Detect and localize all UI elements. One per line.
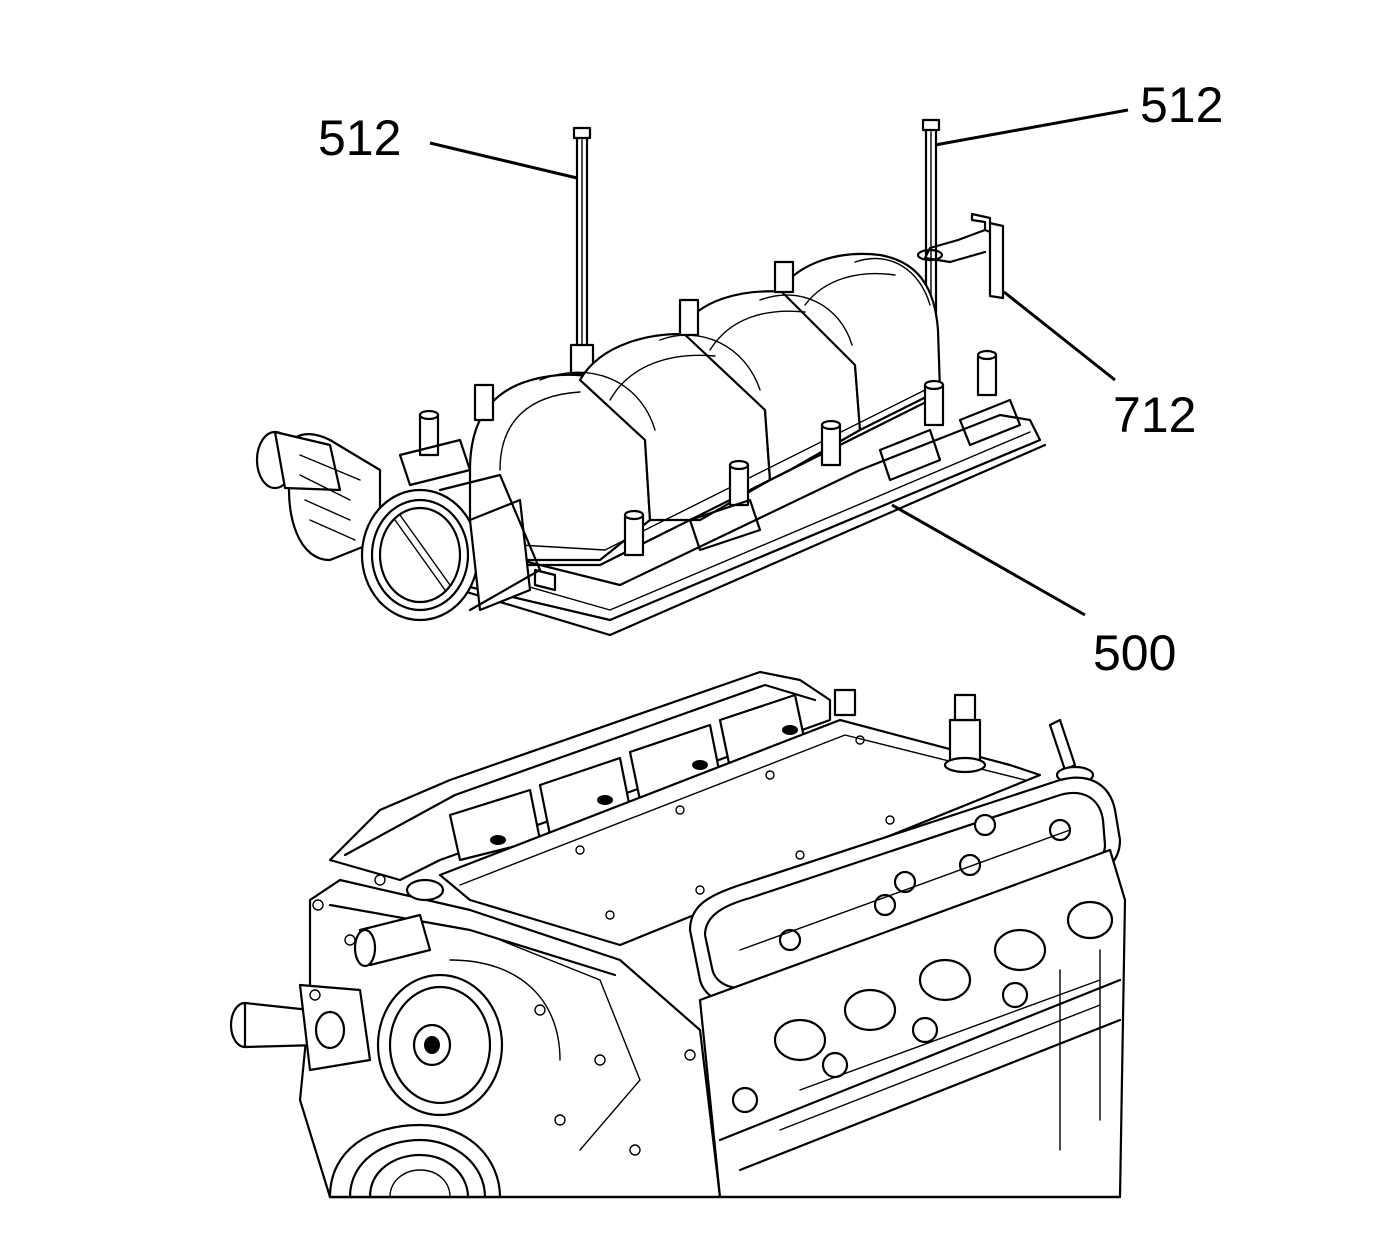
valley-cover-bolts <box>575 735 895 920</box>
coil-bolts <box>778 813 1072 952</box>
coolant-outlet <box>229 983 372 1072</box>
callout-label-bolt-right: 512 <box>1140 77 1223 133</box>
water-pump-pulley <box>376 973 504 1117</box>
coolant-inlet <box>353 878 445 968</box>
callout-label-manifold: 500 <box>1093 625 1176 681</box>
sensor-left <box>833 688 857 717</box>
leader-lines <box>429 108 1129 617</box>
sensor-right <box>1048 718 1095 785</box>
callout-label-bolt-left: 512 <box>318 110 401 166</box>
spark-plugs <box>731 981 1029 1114</box>
leader-line-bracket <box>1003 290 1116 382</box>
leader-line-bolt-right <box>934 108 1129 147</box>
bracket-712 <box>916 212 1005 300</box>
timing-cover-bolts <box>312 874 696 1156</box>
oil-pressure-sensor <box>943 693 987 774</box>
crankshaft-balancer <box>328 1123 502 1199</box>
exhaust-ports <box>773 900 1114 1062</box>
throttle-body <box>255 430 557 622</box>
valve-cover-right <box>688 776 1122 1005</box>
intake-manifold-500 <box>255 252 1047 637</box>
leader-line-manifold <box>891 503 1086 617</box>
manifold-bolt-left <box>569 126 595 375</box>
engine-block <box>229 670 1127 1199</box>
injector-bosses <box>418 260 998 557</box>
callout-label-bracket: 712 <box>1113 387 1196 443</box>
leader-line-bolt-left <box>429 141 578 180</box>
